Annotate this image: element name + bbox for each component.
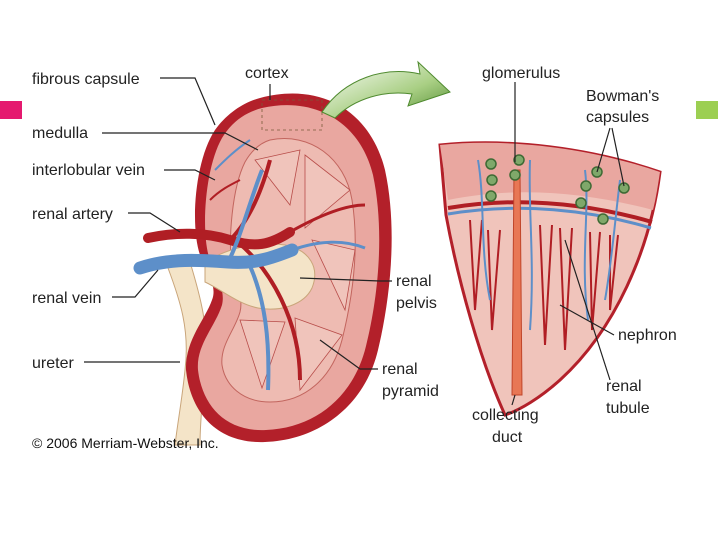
glomerulus-2 bbox=[486, 174, 498, 186]
label-interlobular-vein: interlobular vein bbox=[32, 162, 145, 179]
renal-pyramid-upper bbox=[304, 154, 351, 229]
glomeruli bbox=[485, 154, 630, 225]
label-cortex: cortex bbox=[245, 65, 289, 82]
renal-vein-vessel bbox=[133, 243, 299, 275]
label-renal-pyramid-line2: pyramid bbox=[382, 383, 439, 400]
label-renal-tubule-line2: tubule bbox=[606, 400, 650, 417]
kidney-cross-section bbox=[133, 93, 392, 446]
copyright-notice: © 2006 Merriam-Webster, Inc. bbox=[32, 435, 219, 451]
zoom-arrow bbox=[321, 60, 451, 119]
label-renal-tubule-line1: renal bbox=[606, 378, 642, 395]
leader-lines bbox=[84, 77, 625, 406]
glomerulus-9 bbox=[575, 197, 587, 209]
glomerulus-4 bbox=[513, 154, 525, 166]
label-collecting-duct-line2: duct bbox=[492, 429, 523, 446]
left-bullet-square bbox=[0, 101, 22, 119]
label-renal-pelvis-line2: pelvis bbox=[396, 295, 437, 312]
label-renal-pyramid-line1: renal bbox=[382, 361, 418, 378]
label-collecting-duct-line1: collecting bbox=[472, 407, 539, 424]
artery-branch-right bbox=[289, 203, 366, 234]
interlobular-artery-vessel bbox=[209, 179, 241, 201]
renal-artery-vessel bbox=[143, 227, 295, 250]
label-ureter: ureter bbox=[32, 355, 74, 372]
glomerulus-6 bbox=[580, 180, 592, 192]
glomerulus-8 bbox=[618, 182, 630, 194]
label-renal-artery: renal artery bbox=[32, 206, 113, 223]
artery-branch-lower bbox=[238, 242, 302, 381]
renal-pyramid-top bbox=[254, 149, 301, 206]
glomerulus-5 bbox=[509, 169, 521, 181]
label-renal-vein: renal vein bbox=[32, 290, 101, 307]
nephron-detail bbox=[438, 141, 662, 417]
cortex-detail-box bbox=[261, 99, 323, 131]
glomerulus-1 bbox=[485, 158, 497, 170]
glomerulus-10 bbox=[597, 213, 609, 225]
arcuate-vein bbox=[447, 206, 652, 230]
vein-branch-right bbox=[291, 240, 366, 252]
collecting-duct-shape bbox=[511, 169, 523, 396]
label-bowmans-line2: capsules bbox=[586, 109, 649, 126]
label-nephron: nephron bbox=[618, 327, 677, 344]
vein-branch-upper bbox=[226, 169, 264, 263]
label-fibrous-capsule: fibrous capsule bbox=[32, 71, 140, 88]
artery-branch-upper bbox=[228, 159, 272, 242]
label-glomerulus: glomerulus bbox=[482, 65, 560, 82]
label-medulla: medulla bbox=[32, 125, 88, 142]
right-bullet-square bbox=[696, 101, 718, 119]
label-renal-pelvis-line1: renal bbox=[396, 273, 432, 290]
vein-branch-lower bbox=[248, 265, 271, 391]
interlobular-vein-vessel bbox=[214, 139, 251, 171]
arcuate-artery bbox=[447, 200, 653, 224]
label-bowmans-line1: Bowman's bbox=[586, 88, 659, 105]
glomerulus-3 bbox=[485, 190, 497, 202]
renal-pyramid-bottom bbox=[239, 319, 286, 390]
